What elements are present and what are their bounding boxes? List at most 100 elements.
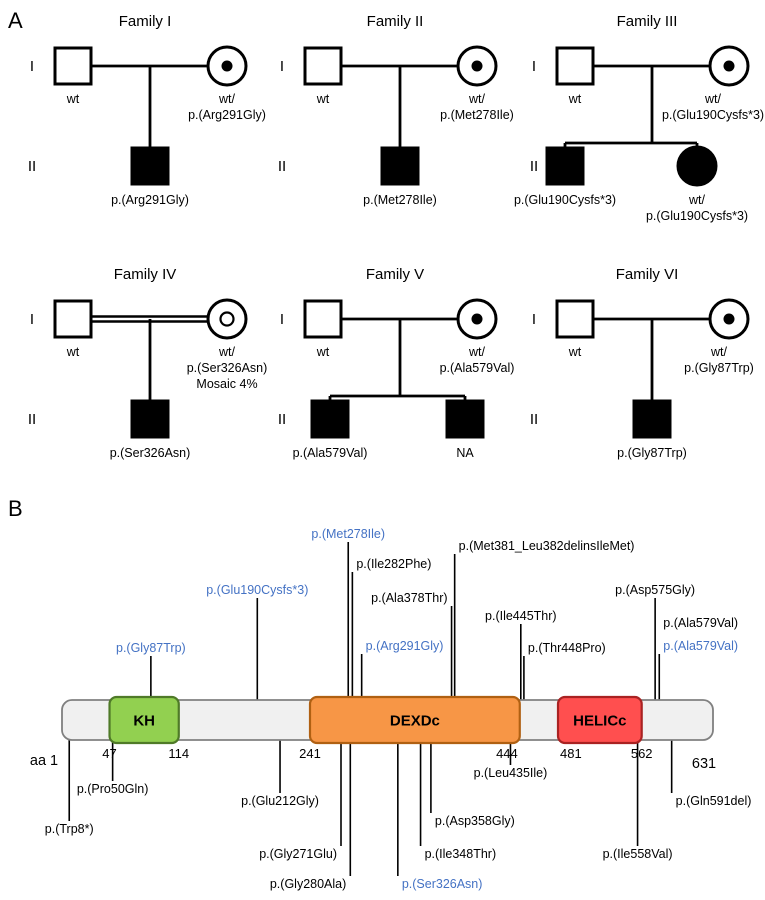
mutation-label-above: p.(Ala378Thr) xyxy=(371,591,447,605)
mutation-label-below: p.(Glu212Gly) xyxy=(241,794,319,808)
generation-ii-label: II xyxy=(530,411,538,428)
domain-label: HELICc xyxy=(573,713,626,730)
family-title: Family IV xyxy=(114,266,177,283)
father-genotype-label: wt xyxy=(66,92,80,106)
domain-label: DEXDc xyxy=(390,713,440,730)
mutation-label-above: p.(Asp575Gly) xyxy=(615,583,695,597)
child-symbol xyxy=(130,399,170,439)
family-title: Family V xyxy=(366,266,424,283)
domain-boundary-label: 114 xyxy=(168,746,189,761)
mutation-label-above: p.(Ile282Phe) xyxy=(356,557,431,571)
mother-genotype-label: wt/ xyxy=(710,345,728,359)
aa-start-label: aa 1 xyxy=(30,753,58,769)
generation-i-label: I xyxy=(30,58,34,75)
child-symbol xyxy=(380,146,420,186)
domain-boundary-label: 562 xyxy=(631,746,653,761)
child-symbol xyxy=(676,145,718,187)
panel-a-label: A xyxy=(8,8,23,33)
child-symbol xyxy=(632,399,672,439)
domain-box-helicc xyxy=(556,695,643,745)
mutation-label-below: p.(Ile348Thr) xyxy=(425,847,497,861)
mutation-label-above: p.(Gly87Trp) xyxy=(116,641,186,655)
mutation-label-above: p.(Met381_Leu382delinsIleMet) xyxy=(459,539,635,553)
domain-boundary-label: 444 xyxy=(496,746,518,761)
aa-end-label: 631 xyxy=(692,756,716,772)
mutation-label-below: p.(Gly280Ala) xyxy=(270,877,346,891)
generation-i-label: I xyxy=(280,311,284,328)
mutation-label-below: p.(Leu435Ile) xyxy=(474,766,548,780)
generation-i-label: I xyxy=(280,58,284,75)
family-title: Family I xyxy=(119,13,172,30)
domain-box-kh xyxy=(108,695,180,745)
father-genotype-label: wt xyxy=(568,92,582,106)
mother-genotype-label: p.(Arg291Gly) xyxy=(188,108,266,122)
mutation-label-below: p.(Ser326Asn) xyxy=(402,877,483,891)
generation-ii-label: II xyxy=(278,411,286,428)
child-symbol xyxy=(445,399,485,439)
father-symbol xyxy=(303,46,343,86)
father-symbol xyxy=(555,46,595,86)
mutation-label-below: p.(Gln591del) xyxy=(676,794,752,808)
child-genotype-label: p.(Glu190Cysfs*3) xyxy=(514,193,616,207)
father-genotype-label: wt xyxy=(316,92,330,106)
mutation-label-above: p.(Thr448Pro) xyxy=(528,641,606,655)
child-genotype-label: p.(Gly87Trp) xyxy=(617,446,687,460)
father-genotype-label: wt xyxy=(568,345,582,359)
generation-ii-label: II xyxy=(530,158,538,175)
family-title: Family VI xyxy=(616,266,679,283)
panel-b-label: B xyxy=(8,496,23,521)
mutation-label-below: p.(Ile558Val) xyxy=(603,847,673,861)
mosaic-ring xyxy=(219,311,235,327)
mother-genotype-label: wt/ xyxy=(704,92,722,106)
child-symbol xyxy=(310,399,350,439)
mother-genotype-label: wt/ xyxy=(468,345,486,359)
mutation-label-below: p.(Gly271Glu) xyxy=(259,847,337,861)
child-symbol xyxy=(545,146,585,186)
mutation-label-above: p.(Ala579Val) xyxy=(663,639,738,653)
carrier-dot xyxy=(471,60,483,72)
child-genotype-label: p.(Arg291Gly) xyxy=(111,193,189,207)
child-genotype-label: p.(Met278Ile) xyxy=(363,193,437,207)
mother-genotype-label: p.(Gly87Trp) xyxy=(684,361,754,375)
child-genotype-label: p.(Glu190Cysfs*3) xyxy=(646,209,748,223)
carrier-dot xyxy=(723,313,735,325)
mother-genotype-label: p.(Met278Ile) xyxy=(440,108,514,122)
mutation-label-below: p.(Pro50Gln) xyxy=(77,782,149,796)
mutation-label-above: p.(Met278Ile) xyxy=(311,527,385,541)
domain-boundary-label: 241 xyxy=(299,746,321,761)
generation-i-label: I xyxy=(30,311,34,328)
father-genotype-label: wt xyxy=(316,345,330,359)
generation-i-label: I xyxy=(532,311,536,328)
mother-genotype-label: p.(Glu190Cysfs*3) xyxy=(662,108,764,122)
mutation-label-below: p.(Trp8*) xyxy=(45,822,94,836)
domain-label: KH xyxy=(133,713,155,730)
mutation-label-above: p.(Glu190Cysfs*3) xyxy=(206,583,308,597)
mother-genotype-label: wt/ xyxy=(468,92,486,106)
family-title: Family III xyxy=(617,13,678,30)
mutation-label-above: p.(Ile445Thr) xyxy=(485,609,557,623)
mother-genotype-label: Mosaic 4% xyxy=(196,377,257,391)
father-symbol xyxy=(53,299,93,339)
child-genotype-label: p.(Ser326Asn) xyxy=(110,446,191,460)
domain-box-dexdc xyxy=(308,695,521,745)
generation-i-label: I xyxy=(532,58,536,75)
domain-boundary-label: 47 xyxy=(102,746,116,761)
generation-ii-label: II xyxy=(278,158,286,175)
mother-genotype-label: wt/ xyxy=(218,345,236,359)
father-symbol xyxy=(53,46,93,86)
carrier-dot xyxy=(471,313,483,325)
child-genotype-label: p.(Ala579Val) xyxy=(293,446,368,460)
child-genotype-label: wt/ xyxy=(688,193,706,207)
mutation-label-above: p.(Arg291Gly) xyxy=(366,639,444,653)
mother-genotype-label: p.(Ala579Val) xyxy=(440,361,515,375)
father-symbol xyxy=(303,299,343,339)
mother-genotype-label: p.(Ser326Asn) xyxy=(187,361,268,375)
generation-ii-label: II xyxy=(28,411,36,428)
generation-ii-label: II xyxy=(28,158,36,175)
father-genotype-label: wt xyxy=(66,345,80,359)
child-symbol xyxy=(130,146,170,186)
carrier-dot xyxy=(723,60,735,72)
carrier-dot xyxy=(221,60,233,72)
